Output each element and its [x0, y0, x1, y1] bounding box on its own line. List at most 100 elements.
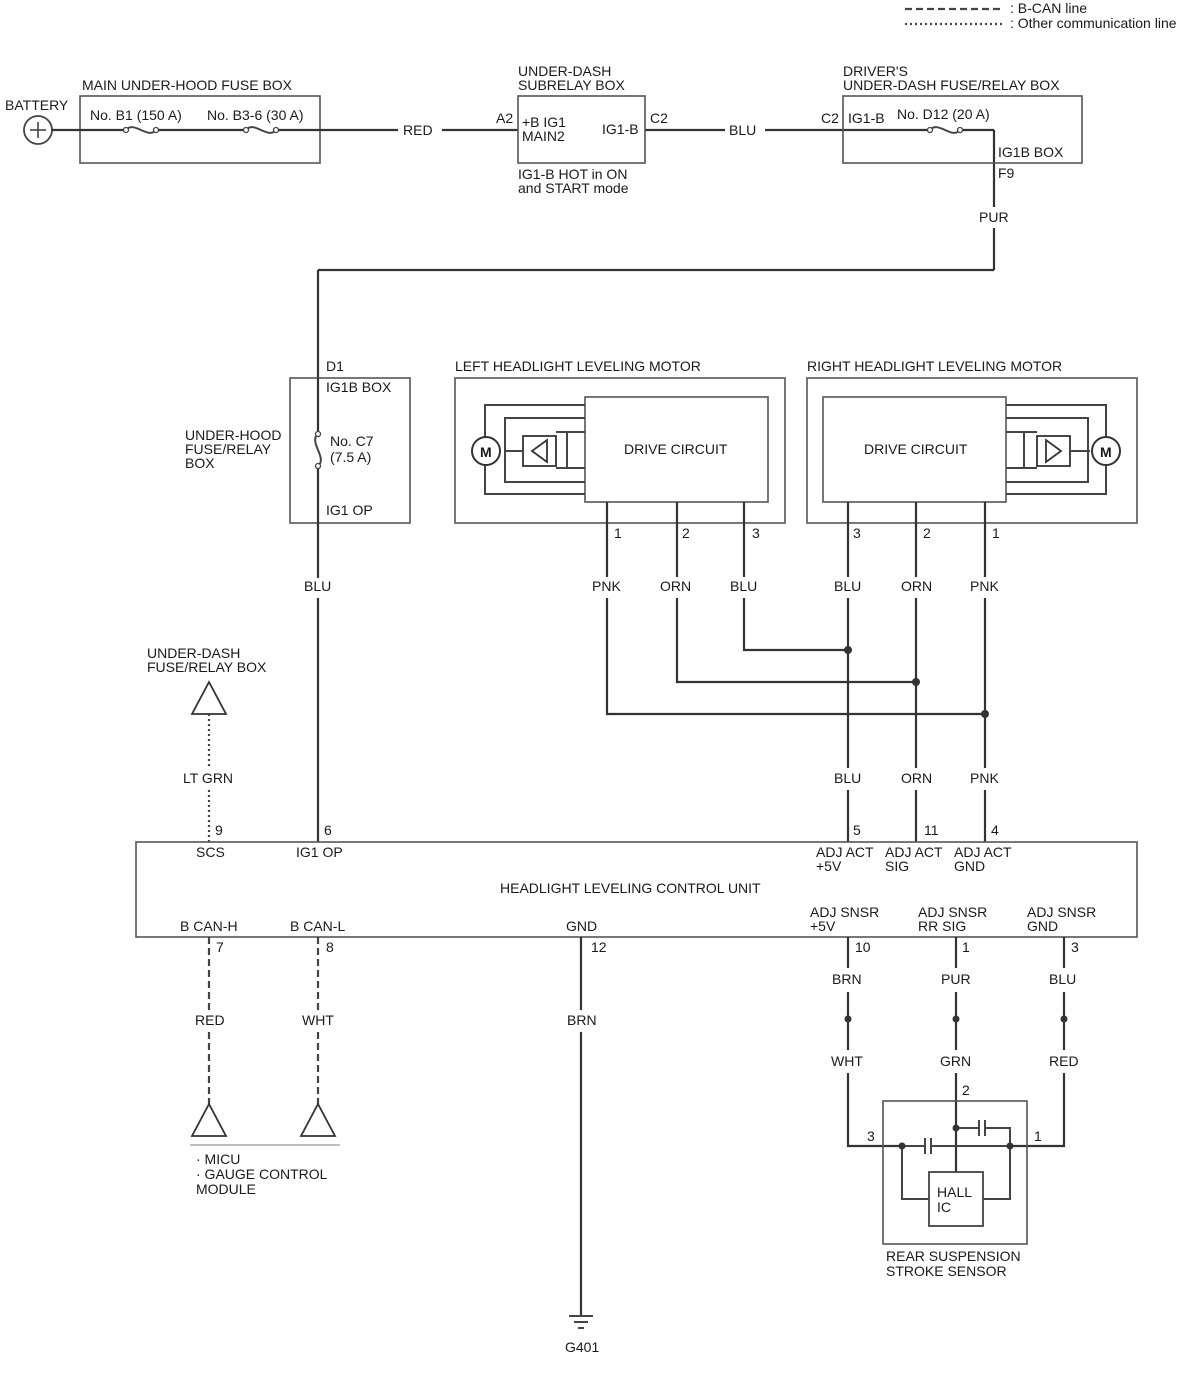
connector-triangle-icon [190, 680, 228, 715]
main-fuse-box-title: MAIN UNDER-HOOD FUSE BOX [82, 77, 293, 93]
top-wires: RED BLU [52, 122, 996, 378]
wire-pur-label: PUR [979, 209, 1009, 225]
right-pin-2: 2 [923, 525, 931, 541]
ground-label: G401 [565, 1339, 599, 1355]
pin-scs: SCS [196, 844, 225, 860]
wire-blu-label: BLU [730, 578, 757, 594]
subrelay-note-1: IG1-B HOT in ON [518, 166, 627, 182]
pin-snsr5v-1: ADJ SNSR [810, 904, 879, 920]
pin-bcanl: B CAN-L [290, 918, 345, 934]
driver-ig1b-box: IG1B BOX [998, 144, 1064, 160]
left-leveling-motor: LEFT HEADLIGHT LEVELING MOTOR DRIVE CIRC… [454, 358, 786, 541]
sensor-title-1: REAR SUSPENSION [886, 1248, 1021, 1264]
fuse-icon [125, 126, 157, 134]
left-pin-1: 1 [614, 525, 622, 541]
motor-wiring: PNK ORN BLU BLU ORN PNK BLU ORN PNK [592, 502, 999, 842]
legend: : B-CAN line : Other communication line [905, 0, 1177, 31]
pin-adj-act-gnd-1: ADJ ACT [954, 844, 1012, 860]
micu-line-1: · MICU [196, 1151, 240, 1167]
fuse-c7-label: No. C7 [330, 433, 374, 449]
pin-adj-act-gnd-2: GND [954, 858, 985, 874]
wire-red-label: RED [403, 122, 433, 138]
connector-point [844, 1015, 852, 1023]
wire-wht-label: WHT [831, 1053, 863, 1069]
pin-snsrgnd-1: ADJ SNSR [1027, 904, 1096, 920]
driver-box-title-2: UNDER-DASH FUSE/RELAY BOX [843, 77, 1060, 93]
wire-red-label: RED [1049, 1053, 1079, 1069]
left-motor-icon [471, 436, 501, 466]
hall-ic-label-2: IC [937, 1199, 951, 1215]
wire-pur-label: PUR [941, 971, 971, 987]
driver-ig1b: IG1-B [848, 110, 885, 126]
hall-ic-chip [928, 1171, 984, 1227]
right-leveling-motor: RIGHT HEADLIGHT LEVELING MOTOR DRIVE CIR… [806, 358, 1138, 541]
sensor-pin-3: 3 [867, 1128, 875, 1144]
pin-adj-act-5v-2: +5V [816, 858, 842, 874]
ground-wiring: BRN G401 [565, 937, 599, 1355]
connector-point [1060, 1015, 1068, 1023]
left-pin-3: 3 [752, 525, 760, 541]
connector-point [952, 1015, 960, 1023]
sensor-pin-2: 2 [962, 1082, 970, 1098]
wire-brn-label: BRN [832, 971, 862, 987]
wire-pnk-label: PNK [970, 578, 999, 594]
pin-10: 10 [855, 939, 871, 955]
wire-orn-label: ORN [901, 770, 932, 786]
right-motor-m: M [1100, 444, 1112, 460]
right-pin-3: 3 [853, 525, 861, 541]
wire-orn-label: ORN [660, 578, 691, 594]
ground-icon [569, 1315, 593, 1329]
wire-blu-label: BLU [1049, 971, 1076, 987]
micu-line-3: MODULE [196, 1181, 256, 1197]
fuse-icon [245, 126, 277, 134]
wire-wht-label: WHT [302, 1012, 334, 1028]
pin-gnd: GND [566, 918, 597, 934]
control-unit-title: HEADLIGHT LEVELING CONTROL UNIT [500, 880, 761, 896]
wire-orn-label: ORN [901, 578, 932, 594]
pin-snsrgnd-2: GND [1027, 918, 1058, 934]
fuse-icon [929, 126, 961, 134]
pin-snsrrr-2: RR SIG [918, 918, 966, 934]
subrelay-inner-1: +B IG1 [522, 114, 566, 130]
subrelay-box: UNDER-DASH SUBRELAY BOX A2 C2 +B IG1 MAI… [496, 63, 668, 196]
pin-bcanh: B CAN-H [180, 918, 238, 934]
wire-lt-grn-label: LT GRN [183, 770, 233, 786]
hood-ig1b-box: IG1B BOX [326, 379, 392, 395]
sensor-pin-1: 1 [1034, 1128, 1042, 1144]
wire-red-label: RED [195, 1012, 225, 1028]
driver-box-title-1: DRIVER'S [843, 63, 908, 79]
pin-adj-act-5v-1: ADJ ACT [816, 844, 874, 860]
pin-5: 5 [853, 822, 861, 838]
fuse-b3-6-label: No. B3-6 (30 A) [207, 107, 304, 123]
splice-point [844, 646, 852, 654]
pin-12: 12 [591, 939, 607, 955]
pin-9: 9 [215, 822, 223, 838]
wire-pnk-label: PNK [970, 770, 999, 786]
connector-triangle-icon [299, 1102, 337, 1137]
underdash-fuse-box-ref: UNDER-DASH FUSE/RELAY BOX LT GRN [147, 645, 267, 842]
hood-fuse-box: UNDER-HOOD FUSE/RELAY BOX D1 IG1B BOX No… [185, 358, 411, 842]
subrelay-note-2: and START mode [518, 180, 629, 196]
sensor-wiring: BRN WHT PUR GRN BLU RED [831, 937, 1079, 1172]
stroke-sensor: 2 3 1 HALL IC REAR SUSPENSION STROKE SEN… [867, 1082, 1042, 1279]
legend-other-text: : Other communication line [1010, 15, 1177, 31]
pin-7: 7 [216, 939, 224, 955]
subrelay-ig1b: IG1-B [602, 121, 639, 137]
left-motor-title: LEFT HEADLIGHT LEVELING MOTOR [455, 358, 701, 374]
pin-adj-act-sig-2: SIG [885, 858, 909, 874]
pin-snsrrr-1: ADJ SNSR [918, 904, 987, 920]
right-arrow-icon [1045, 438, 1063, 464]
fuse-b1-label: No. B1 (150 A) [90, 107, 182, 123]
pin-f9: F9 [998, 165, 1015, 181]
underdash-line-2: FUSE/RELAY BOX [147, 659, 267, 675]
pin-ig1op: IG1 OP [296, 844, 343, 860]
fuse-icon [314, 433, 322, 467]
pin-11: 11 [924, 822, 939, 838]
control-unit: HEADLIGHT LEVELING CONTROL UNIT 9 SCS 6 … [135, 822, 1138, 955]
pin-c2: C2 [650, 110, 668, 126]
fuse-c7-rating: (7.5 A) [330, 449, 371, 465]
right-drive-circuit-label: DRIVE CIRCUIT [864, 441, 968, 457]
legend-bcan-text: : B-CAN line [1010, 0, 1087, 16]
battery: BATTERY [5, 97, 69, 145]
right-motor-icon [1091, 436, 1121, 466]
